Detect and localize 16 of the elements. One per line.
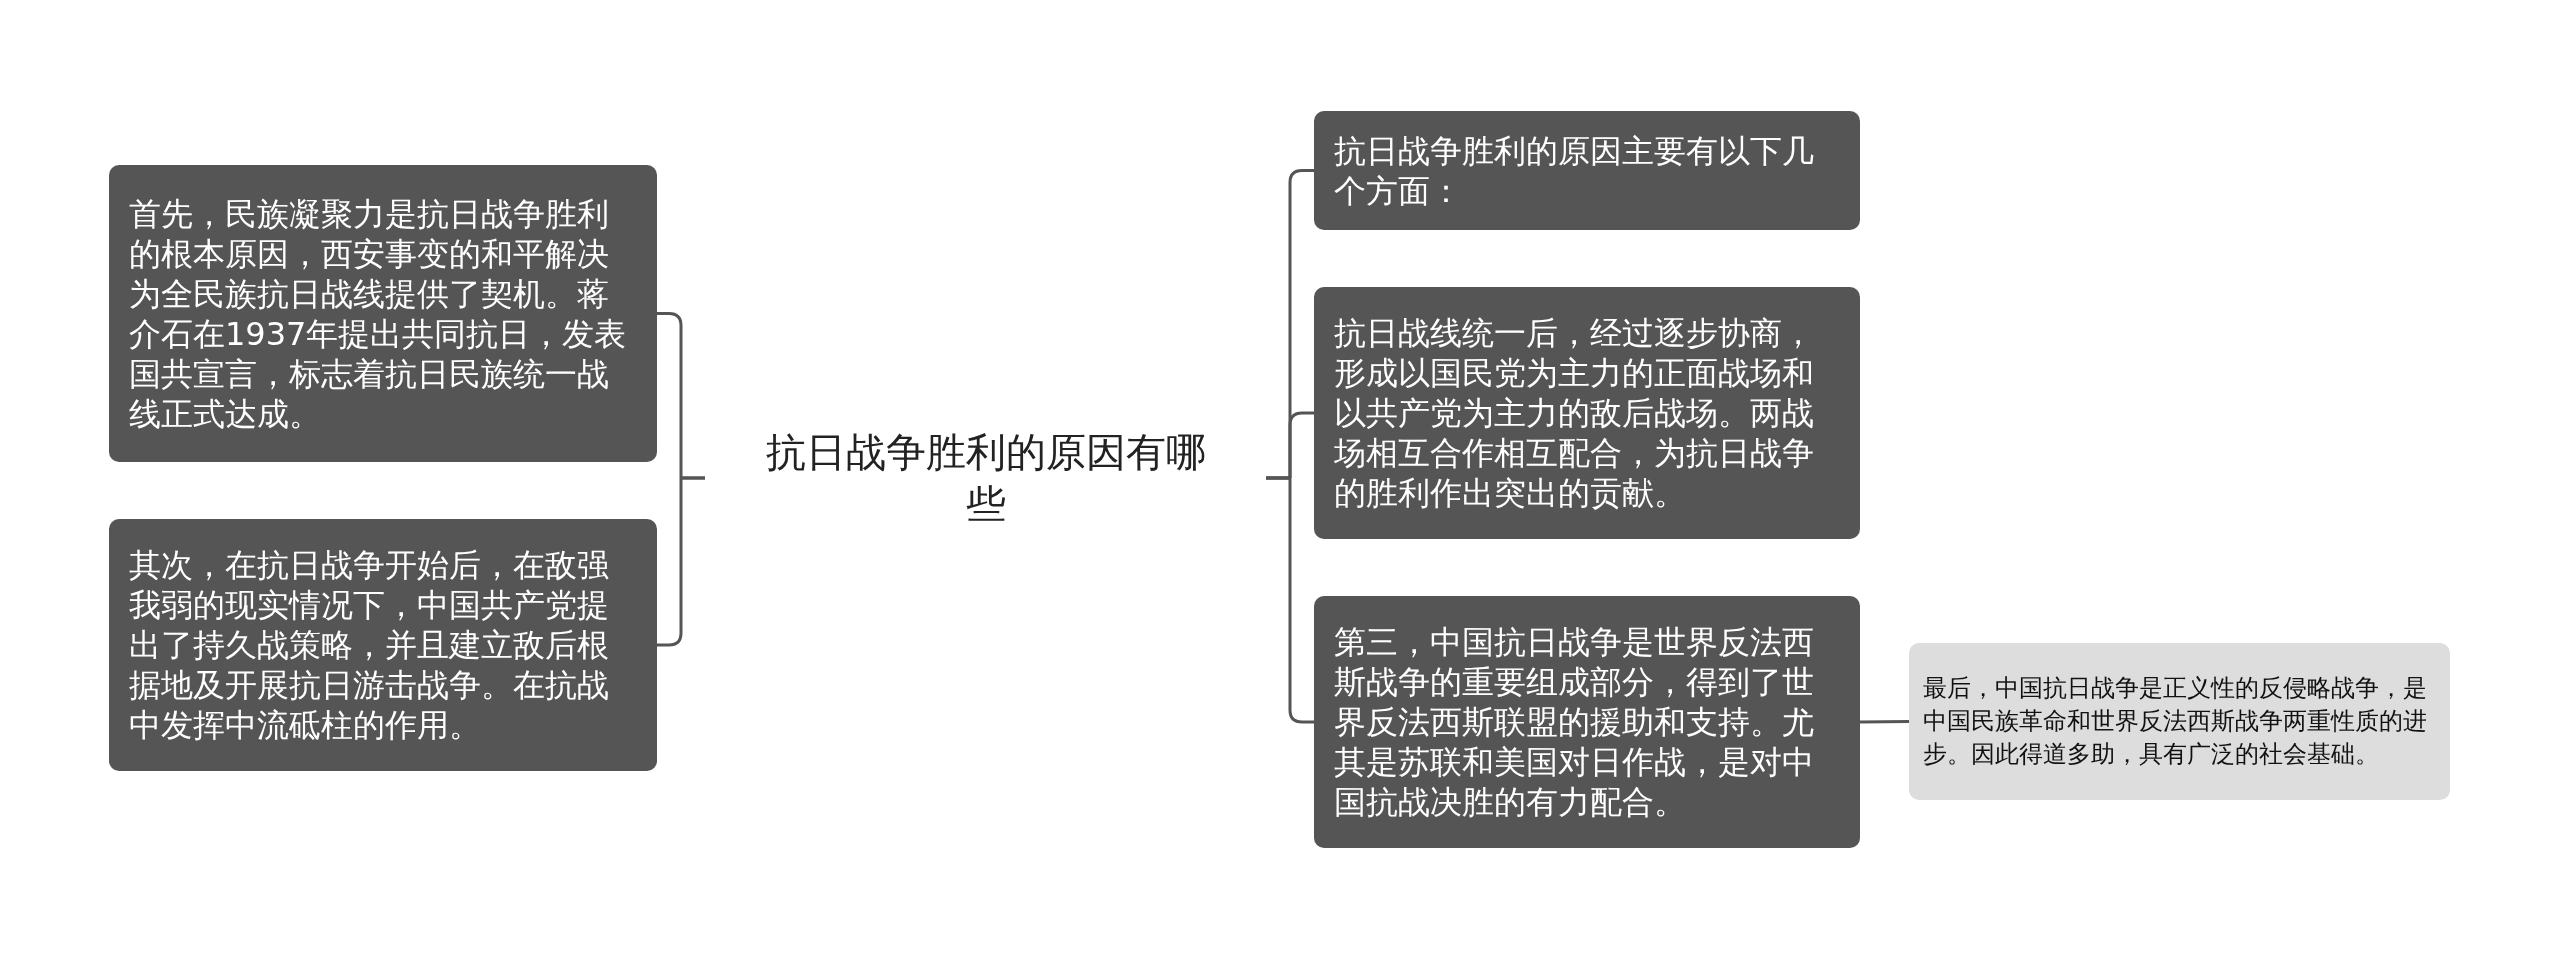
note-box (1909, 643, 2450, 800)
topic-text: 其次，在抗日战争开始后，在敌强我弱的现实情况下，中国共产党提出了持久战策略，并且建立敌后根据地及开展抗日游击战争。在抗战中发挥中流砥柱的作用。 (129, 545, 610, 745)
topic-text: 抗日战线统一后，经过逐步协商，形成以国民党为主力的正面战场和以共产党为主力的敌后战场。两战场相互合作相互配合，为抗日战争的胜利作出突出的贡献。 (1334, 313, 1815, 513)
topic-text: 首先，民族凝聚力是抗日战争胜利的根本原因，西安事变的和平解决为全民族抗日战线提供了契机。蒋介石在1937年提出共同抗日，发表国共宣言，标志着抗日民族统一战线正式达成。 (129, 193, 628, 434)
connector (655, 476, 707, 647)
topic-box (109, 519, 657, 771)
topic-box (1314, 287, 1860, 539)
topic-box (1314, 111, 1860, 230)
central-topic: 抗日战争胜利的原因有哪些 (764, 428, 1207, 529)
topic-text: 抗日战争胜利的原因主要有以下几个方面： (1334, 130, 1815, 211)
topic-box (1314, 596, 1860, 848)
connector (1860, 720, 1909, 724)
topic-box (109, 165, 657, 462)
topic-text: 第三，中国抗日战争是世界反法西斯战争的重要组成部分，得到了世界反法西斯联盟的援助和支持。尤其是苏联和美国对日作战，是对中国抗战决胜的有力配合。 (1334, 622, 1815, 822)
topic-text: 最后，中国抗日战争是正义性的反侵略战争，是中国民族革命和世界反法西斯战争两重性质的进步。因此得道多助，具有广泛的社会基础。 (1923, 673, 2428, 770)
connector (1264, 476, 1316, 724)
